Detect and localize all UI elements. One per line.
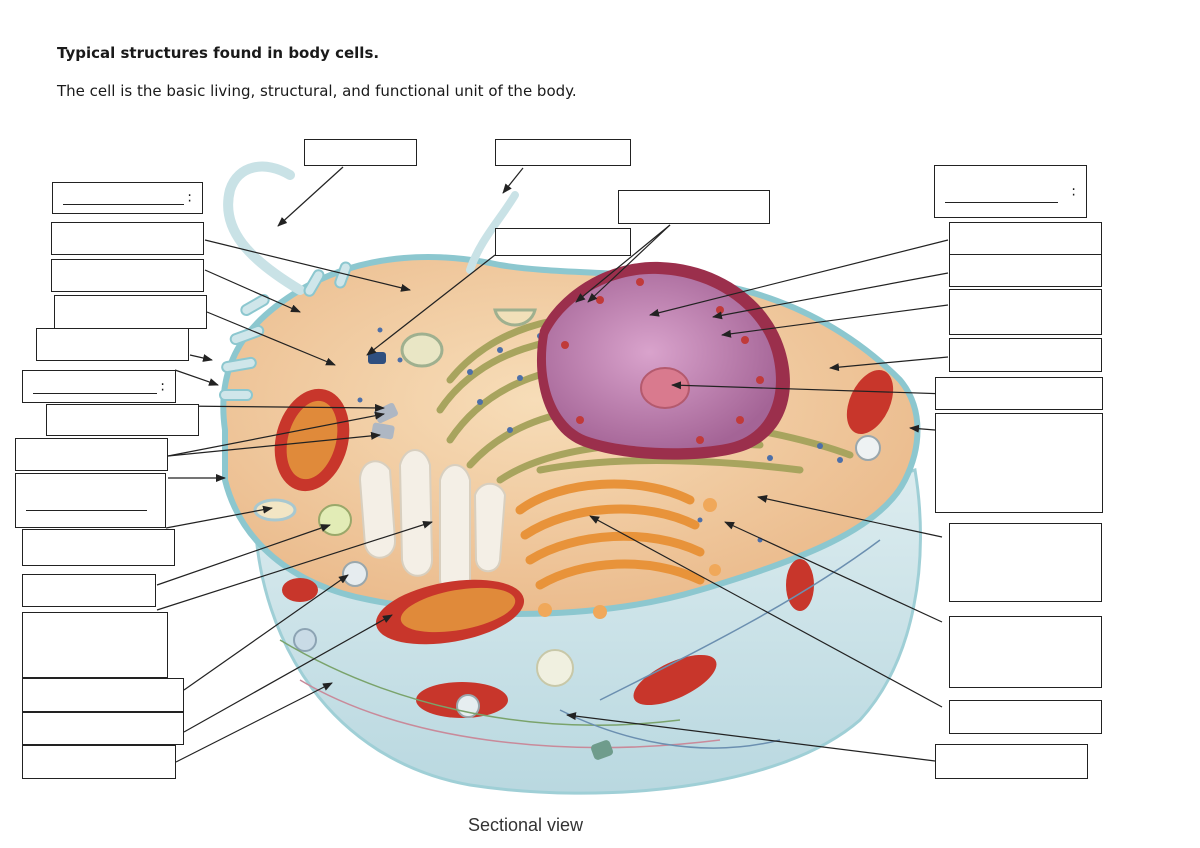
label-box-mid-vesicle[interactable] bbox=[495, 228, 631, 256]
cytoskeleton bbox=[279, 539, 881, 749]
mitochondrion-lower-left bbox=[282, 578, 318, 602]
label-box-right-1[interactable]: : bbox=[934, 165, 1087, 218]
label-box-right-4[interactable] bbox=[949, 289, 1102, 335]
label-box-top-flagellum[interactable] bbox=[304, 139, 417, 166]
label-box-left-5[interactable] bbox=[36, 328, 189, 361]
label-box-right-10[interactable] bbox=[949, 700, 1102, 734]
label-colon: : bbox=[160, 378, 165, 395]
label-box-left-12[interactable] bbox=[22, 612, 168, 678]
label-box-left-8[interactable] bbox=[15, 438, 168, 471]
label-colon: : bbox=[1071, 183, 1076, 200]
label-box-left-6[interactable]: : bbox=[22, 370, 176, 403]
nuclear-pores bbox=[561, 278, 764, 444]
label-box-left-11[interactable] bbox=[22, 574, 156, 607]
label-box-left-1[interactable]: : bbox=[52, 182, 203, 214]
mitochondrion-left bbox=[274, 388, 350, 492]
label-box-left-2[interactable] bbox=[51, 222, 204, 255]
label-box-right-11[interactable] bbox=[935, 744, 1088, 779]
label-box-top-cilium[interactable] bbox=[495, 139, 631, 166]
lysosome bbox=[318, 504, 352, 536]
smooth-er bbox=[358, 449, 507, 596]
label-box-left-15[interactable] bbox=[22, 745, 176, 779]
vesicle bbox=[400, 332, 444, 368]
label-box-left-9[interactable] bbox=[15, 473, 166, 528]
label-fill-line bbox=[945, 202, 1058, 203]
label-box-top-er[interactable] bbox=[618, 190, 770, 224]
mitochondrion-lower-right bbox=[786, 559, 814, 611]
flagellum bbox=[223, 161, 305, 295]
label-box-right-3[interactable] bbox=[949, 254, 1102, 287]
label-box-left-4[interactable] bbox=[54, 295, 207, 329]
mitochondrion-bottom-right bbox=[633, 654, 717, 706]
label-box-left-13[interactable] bbox=[22, 678, 184, 712]
label-box-left-3[interactable] bbox=[51, 259, 204, 292]
secretory-vesicle bbox=[493, 308, 537, 327]
nucleolus bbox=[640, 367, 690, 409]
microvilli bbox=[219, 261, 352, 401]
peroxisome bbox=[342, 561, 368, 587]
label-box-right-8[interactable] bbox=[949, 523, 1102, 602]
diagram-caption: Sectional view bbox=[468, 815, 584, 835]
vesicle-right bbox=[855, 435, 881, 461]
microtubule-bundle bbox=[590, 740, 614, 760]
worksheet-title: Typical structures found in body cells. bbox=[57, 44, 380, 62]
mitochondrion-center bbox=[375, 579, 525, 645]
endocytic-vesicle bbox=[253, 498, 297, 522]
mitochondrion-right bbox=[846, 370, 894, 434]
label-box-right-5[interactable] bbox=[949, 338, 1102, 372]
label-fill-line bbox=[26, 510, 147, 511]
cilium bbox=[466, 191, 519, 274]
label-fill-line bbox=[33, 393, 157, 394]
label-fill-line bbox=[63, 204, 184, 205]
label-colon: : bbox=[187, 189, 192, 206]
label-box-right-7[interactable] bbox=[935, 413, 1103, 513]
label-box-right-9[interactable] bbox=[949, 616, 1102, 688]
vesicle-bottom bbox=[536, 649, 574, 687]
label-box-left-7[interactable] bbox=[46, 404, 199, 436]
worksheet-subtitle: The cell is the basic living, structural… bbox=[57, 82, 577, 100]
leader-lines bbox=[156, 166, 949, 763]
label-box-right-6[interactable] bbox=[935, 377, 1103, 410]
golgi-complex bbox=[515, 479, 705, 590]
label-box-left-14[interactable] bbox=[22, 712, 184, 745]
vesicle-lower-left bbox=[293, 628, 317, 652]
label-box-right-2[interactable] bbox=[949, 222, 1102, 255]
label-box-left-10[interactable] bbox=[22, 529, 175, 566]
